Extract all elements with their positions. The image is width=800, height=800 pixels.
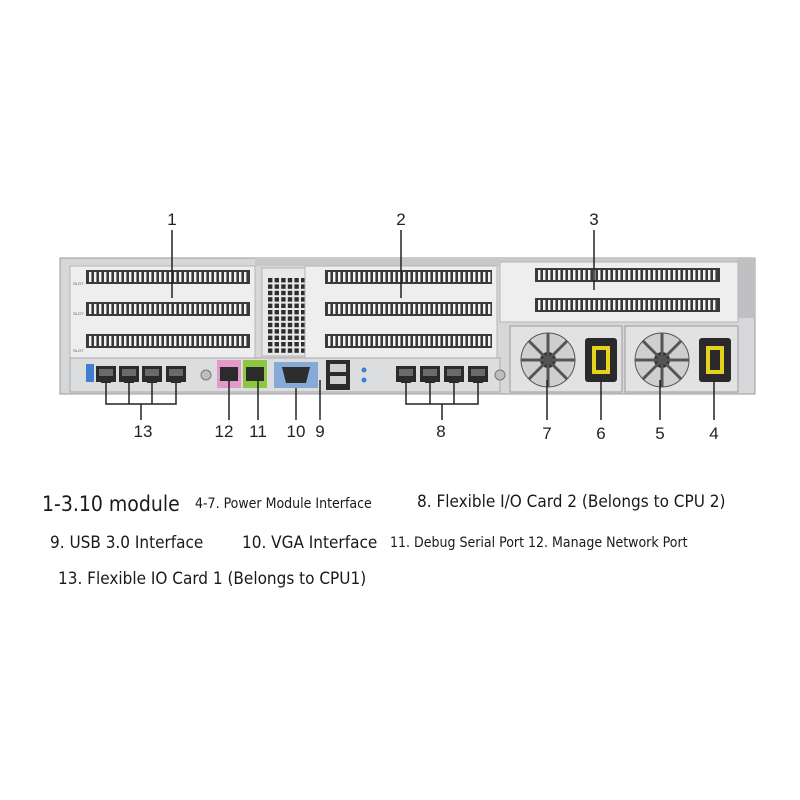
usb-port-icon[interactable]	[326, 360, 350, 390]
flex-io-card-2	[361, 366, 506, 383]
power-inlet-icon[interactable]	[585, 338, 617, 382]
callout-7: 7	[542, 424, 552, 443]
module-1-slots: SLOT SLOT SLOT	[69, 265, 256, 359]
vga-port-icon[interactable]	[274, 362, 318, 388]
rj45-port-icon[interactable]	[396, 366, 416, 383]
power-inlet-icon[interactable]	[699, 338, 731, 382]
legend-flex-io-2: 8. Flexible I/O Card 2 (Belongs to CPU 2…	[417, 492, 726, 512]
module-1-vent-rows	[86, 270, 250, 348]
module-3-vent-rows	[535, 268, 720, 312]
callout-3: 3	[589, 210, 599, 229]
legend-flex-io-1: 13. Flexible IO Card 1 (Belongs to CPU1)	[58, 569, 367, 589]
svg-text:SLOT: SLOT	[73, 311, 84, 316]
callout-5: 5	[655, 424, 665, 443]
module-3-slots	[499, 261, 739, 323]
callout-6: 6	[596, 424, 606, 443]
power-supply-1	[509, 325, 623, 393]
callout-12: 12	[214, 422, 234, 441]
debug-serial-port[interactable]	[246, 367, 264, 381]
flex-io-card-1	[86, 364, 212, 383]
power-supply-2	[624, 325, 739, 393]
legend-power-interface: 4-7. Power Module Interface	[195, 496, 372, 512]
legend-usb: 9. USB 3.0 Interface	[50, 533, 204, 553]
rj45-port-icon[interactable]	[166, 366, 186, 383]
fan-icon	[520, 332, 576, 388]
svg-text:SLOT: SLOT	[73, 348, 84, 353]
callout-2: 2	[396, 210, 406, 229]
leader-lines	[105, 230, 715, 420]
callout-4: 4	[709, 424, 719, 443]
fan-icon	[634, 332, 690, 388]
callout-8: 8	[436, 422, 446, 441]
legend-debug-manage: 11. Debug Serial Port 12. Manage Network…	[390, 535, 688, 551]
chassis-right-ear	[738, 258, 755, 318]
legend-modules: 1-3.10 module	[42, 492, 180, 516]
callout-10: 10	[286, 422, 306, 441]
rj45-port-icon[interactable]	[96, 366, 116, 383]
manage-network-port[interactable]	[220, 367, 238, 381]
callout-11: 11	[249, 422, 267, 441]
rj45-port-icon[interactable]	[468, 366, 488, 383]
callout-9: 9	[315, 422, 325, 441]
rj45-port-icon[interactable]	[444, 366, 464, 383]
rj45-port-icon[interactable]	[420, 366, 440, 383]
rj45-port-icon[interactable]	[119, 366, 139, 383]
callout-13: 13	[133, 422, 153, 441]
callout-1: 1	[167, 210, 177, 229]
rj45-port-icon[interactable]	[142, 366, 162, 383]
svg-text:SLOT: SLOT	[73, 281, 84, 286]
module-2-vent-rows	[325, 270, 492, 348]
legend-vga: 10. VGA Interface	[242, 533, 378, 553]
